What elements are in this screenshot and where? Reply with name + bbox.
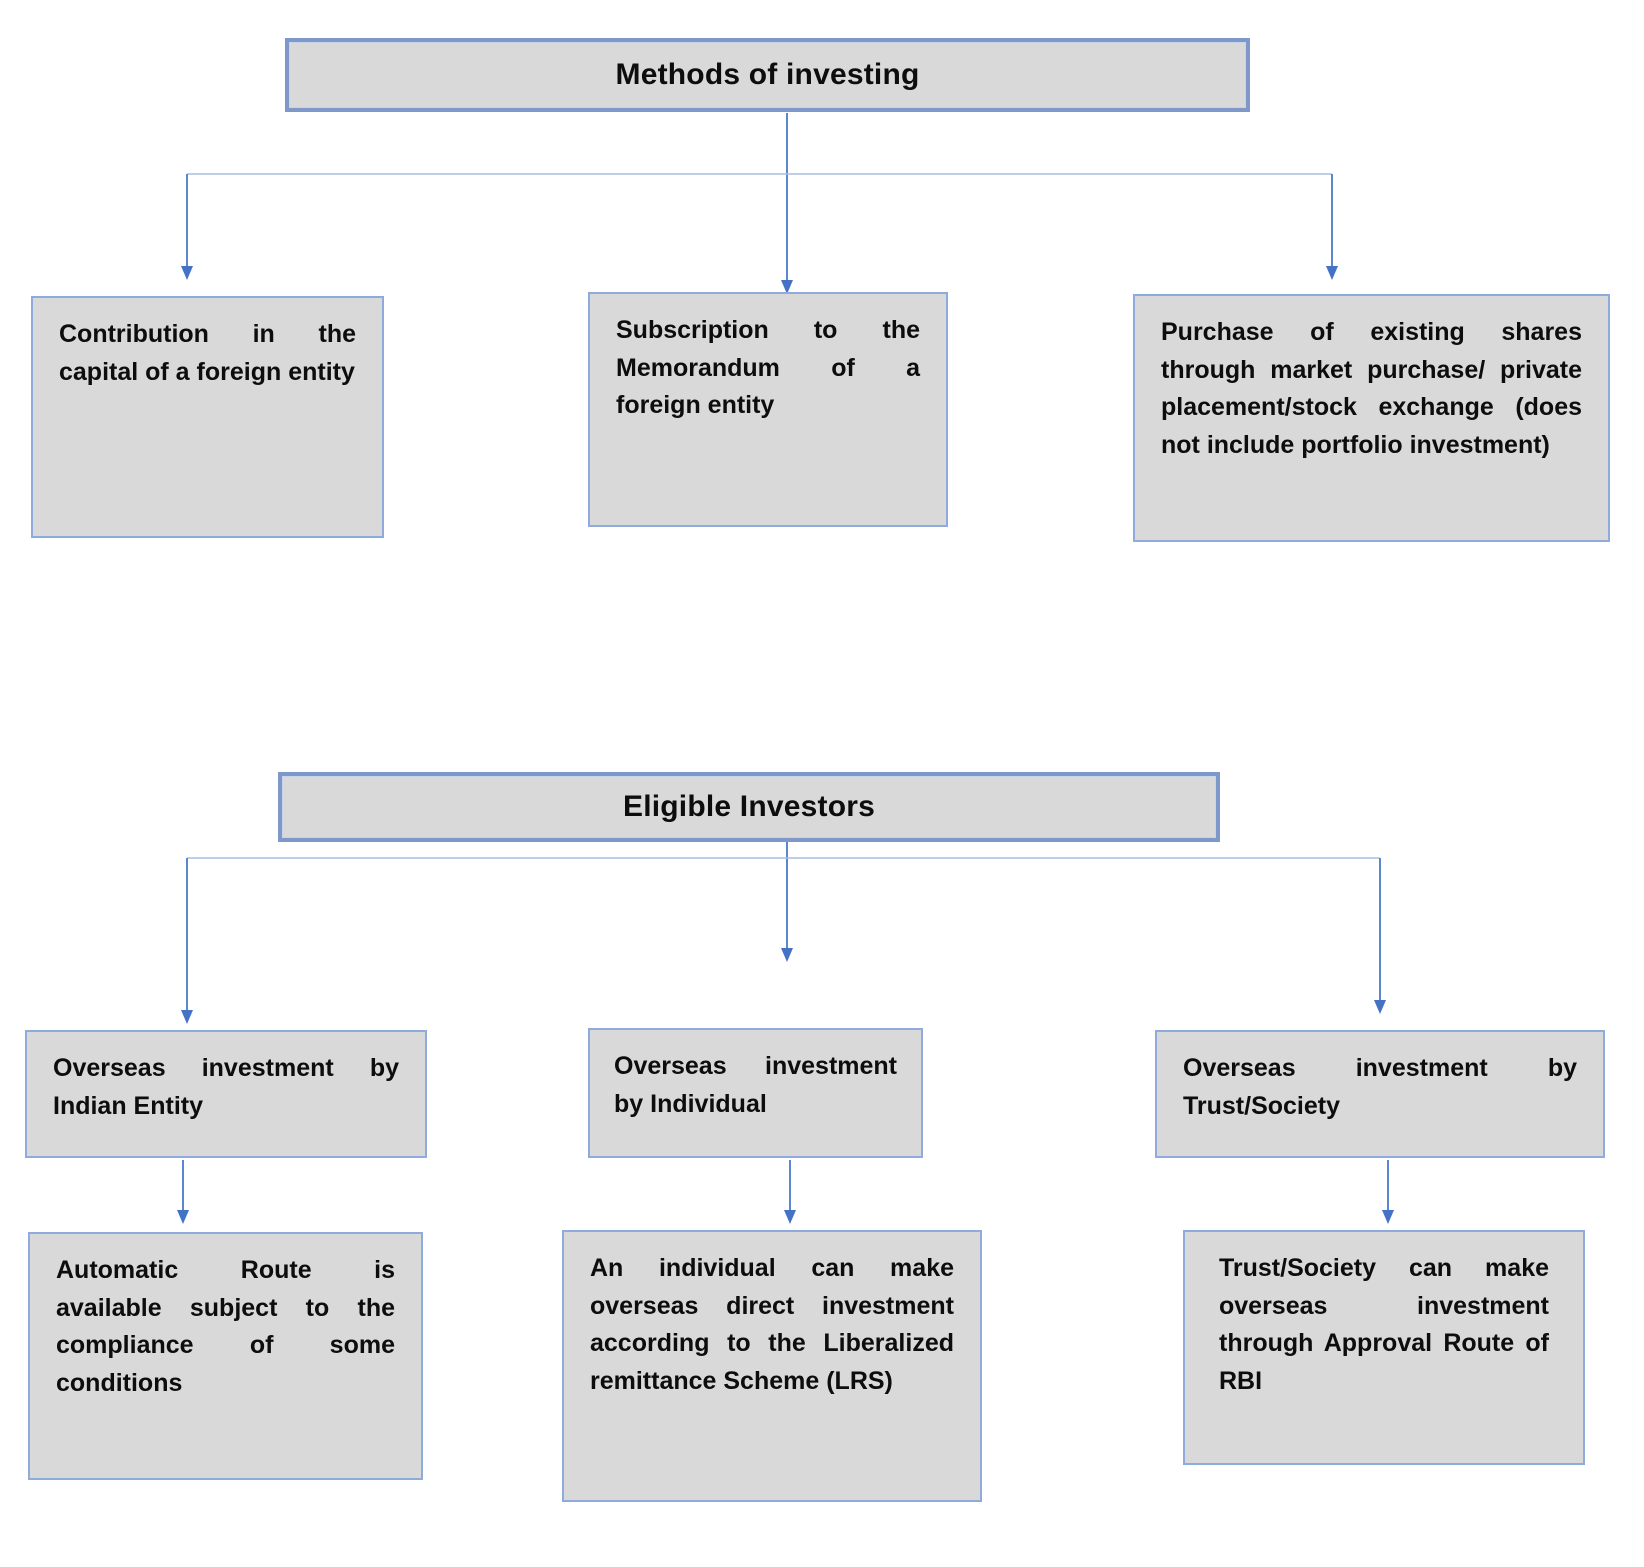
detail-center-arrowhead-icon — [784, 1210, 796, 1224]
investor-trust-society-box: Overseas investment by Trust/Society — [1155, 1030, 1605, 1158]
method-subscription-box: Subscription to the Memorandum of a fore… — [588, 292, 948, 527]
investor-individual-box: Overseas investment by Individual — [588, 1028, 923, 1158]
investors-right-arrowhead-icon — [1374, 1000, 1386, 1014]
detail-left-arrowhead-icon — [177, 1210, 189, 1224]
trust-society-approval-route-box: Trust/Society can make overseas investme… — [1183, 1230, 1585, 1465]
individual-lrs-box: An individual can make overseas direct i… — [562, 1230, 982, 1502]
methods-left-arrowhead-icon — [181, 266, 193, 280]
investors-connector-tree — [181, 842, 1386, 1024]
detail-connector-arrows — [177, 1160, 1394, 1224]
eligible-investors-title-box: Eligible Investors — [278, 772, 1220, 842]
methods-right-arrowhead-icon — [1326, 266, 1338, 280]
detail-right-arrowhead-icon — [1382, 1210, 1394, 1224]
methods-connector-tree — [181, 113, 1338, 294]
method-purchase-shares-box: Purchase of existing shares through mark… — [1133, 294, 1610, 542]
indian-entity-automatic-route-box: Automatic Route is available subject to … — [28, 1232, 423, 1480]
investor-indian-entity-box: Overseas investment by Indian Entity — [25, 1030, 427, 1158]
methods-of-investing-title-box: Methods of investing — [285, 38, 1250, 112]
investors-center-arrowhead-icon — [781, 948, 793, 962]
investors-left-arrowhead-icon — [181, 1010, 193, 1024]
method-contribution-box: Contribution in the capital of a foreign… — [31, 296, 384, 538]
